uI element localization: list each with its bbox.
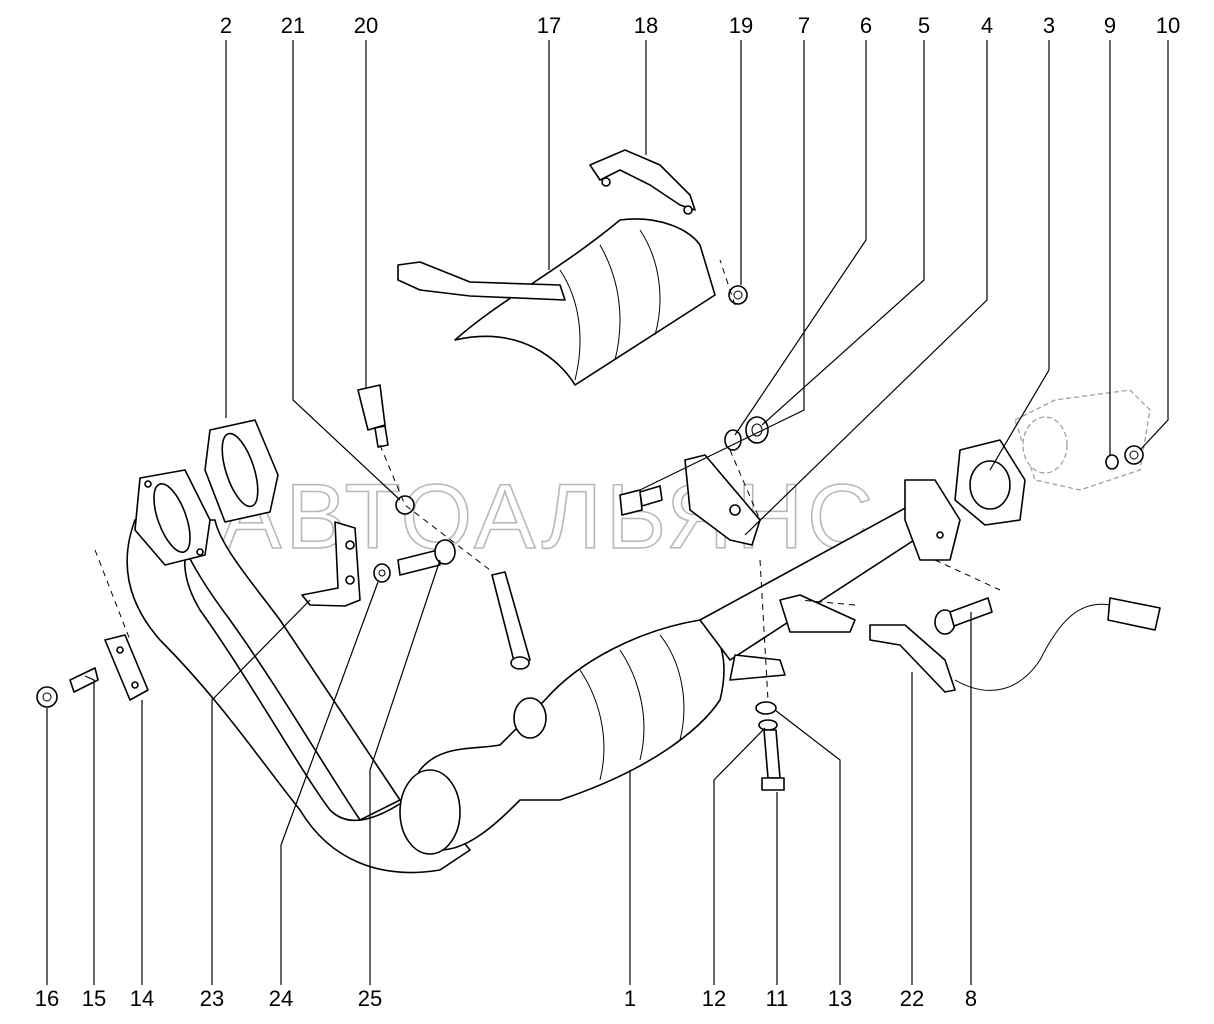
callout-11: 11 <box>766 986 789 1011</box>
bracket-part-23 <box>301 521 361 607</box>
mounting-plate-part-4 <box>684 454 761 546</box>
oxygen-sensor-part-22 <box>869 597 1161 693</box>
washer-part-12 <box>758 719 778 731</box>
clip-part-21 <box>395 495 415 515</box>
callout-21: 21 <box>281 13 305 38</box>
callout-2: 2 <box>220 13 232 38</box>
callout-24: 24 <box>269 986 293 1011</box>
bush-part-6 <box>724 429 742 451</box>
callout-9: 9 <box>1104 13 1116 38</box>
plate-part-14 <box>104 634 149 701</box>
bush-part-5 <box>745 416 769 444</box>
callout-22: 22 <box>900 986 924 1011</box>
callout-19: 19 <box>729 13 753 38</box>
gasket-part-2 <box>204 419 279 523</box>
watermark: АВТОАЛЬЯНС <box>220 466 878 568</box>
callout-5: 5 <box>918 13 930 38</box>
callouts-top: 2 21 20 17 18 19 7 6 5 4 3 9 10 <box>220 13 1180 38</box>
nut-part-19 <box>728 285 748 305</box>
leader-lines <box>46 40 1169 985</box>
callout-1: 1 <box>624 986 636 1011</box>
callout-3: 3 <box>1043 13 1055 38</box>
intermediate-pipe <box>699 479 961 661</box>
nut-part-16 <box>36 686 58 708</box>
bracket-part-18 <box>589 149 696 215</box>
catalytic-converter <box>399 619 725 855</box>
callouts-bottom: 16 15 14 23 24 25 1 12 11 13 22 8 <box>35 986 977 1011</box>
pipe-bracket <box>729 654 786 681</box>
callout-18: 18 <box>634 13 658 38</box>
bolt-part-25 <box>397 539 456 576</box>
washer-part-9 <box>1105 454 1119 470</box>
callout-10: 10 <box>1156 13 1180 38</box>
nut-part-10 <box>1124 445 1144 465</box>
connector-part-20 <box>357 384 389 448</box>
callout-17: 17 <box>537 13 561 38</box>
oxygen-sensor-front <box>491 571 531 670</box>
callout-12: 12 <box>702 986 726 1011</box>
callout-4: 4 <box>981 13 993 38</box>
heat-shield-part-17 <box>397 218 716 386</box>
washer-part-24 <box>373 563 391 583</box>
callout-7: 7 <box>798 13 810 38</box>
callout-8: 8 <box>965 986 977 1011</box>
gasket-part-3 <box>954 439 1026 526</box>
callout-15: 15 <box>82 986 106 1011</box>
washer-part-13 <box>755 701 777 715</box>
bolt-part-11 <box>761 729 785 791</box>
callout-25: 25 <box>358 986 382 1011</box>
assembly-lines <box>94 259 1001 701</box>
pipe-clamp <box>779 594 856 633</box>
stud-part-15 <box>69 667 99 693</box>
callout-20: 20 <box>354 13 378 38</box>
downpipe-flange <box>134 469 211 566</box>
bolt-part-7 <box>619 485 663 516</box>
callout-6: 6 <box>860 13 872 38</box>
callout-23: 23 <box>200 986 224 1011</box>
callout-14: 14 <box>130 986 154 1011</box>
rear-silencer-ghost <box>1014 389 1151 491</box>
callout-16: 16 <box>35 986 59 1011</box>
bolt-part-8 <box>934 597 993 635</box>
callout-13: 13 <box>828 986 852 1011</box>
